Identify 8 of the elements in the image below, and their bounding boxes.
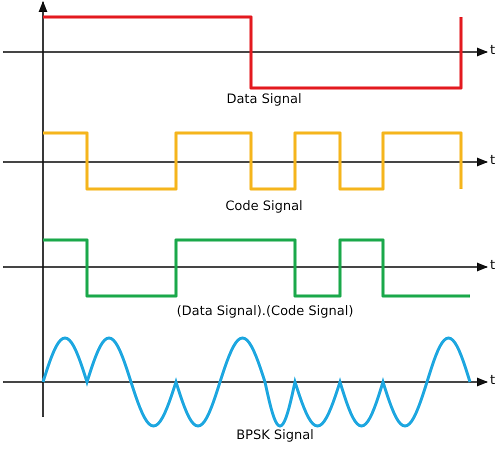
signal-caption: Code Signal bbox=[225, 199, 303, 215]
signal-caption: Data Signal bbox=[226, 92, 302, 108]
axis-label: t bbox=[490, 153, 496, 169]
axis-label: t bbox=[490, 258, 496, 274]
signal-caption: BPSK Signal bbox=[236, 428, 314, 444]
axis-label: t bbox=[490, 373, 496, 389]
axis-label: t bbox=[490, 43, 496, 59]
signal-caption: (Data Signal).(Code Signal) bbox=[176, 304, 354, 320]
